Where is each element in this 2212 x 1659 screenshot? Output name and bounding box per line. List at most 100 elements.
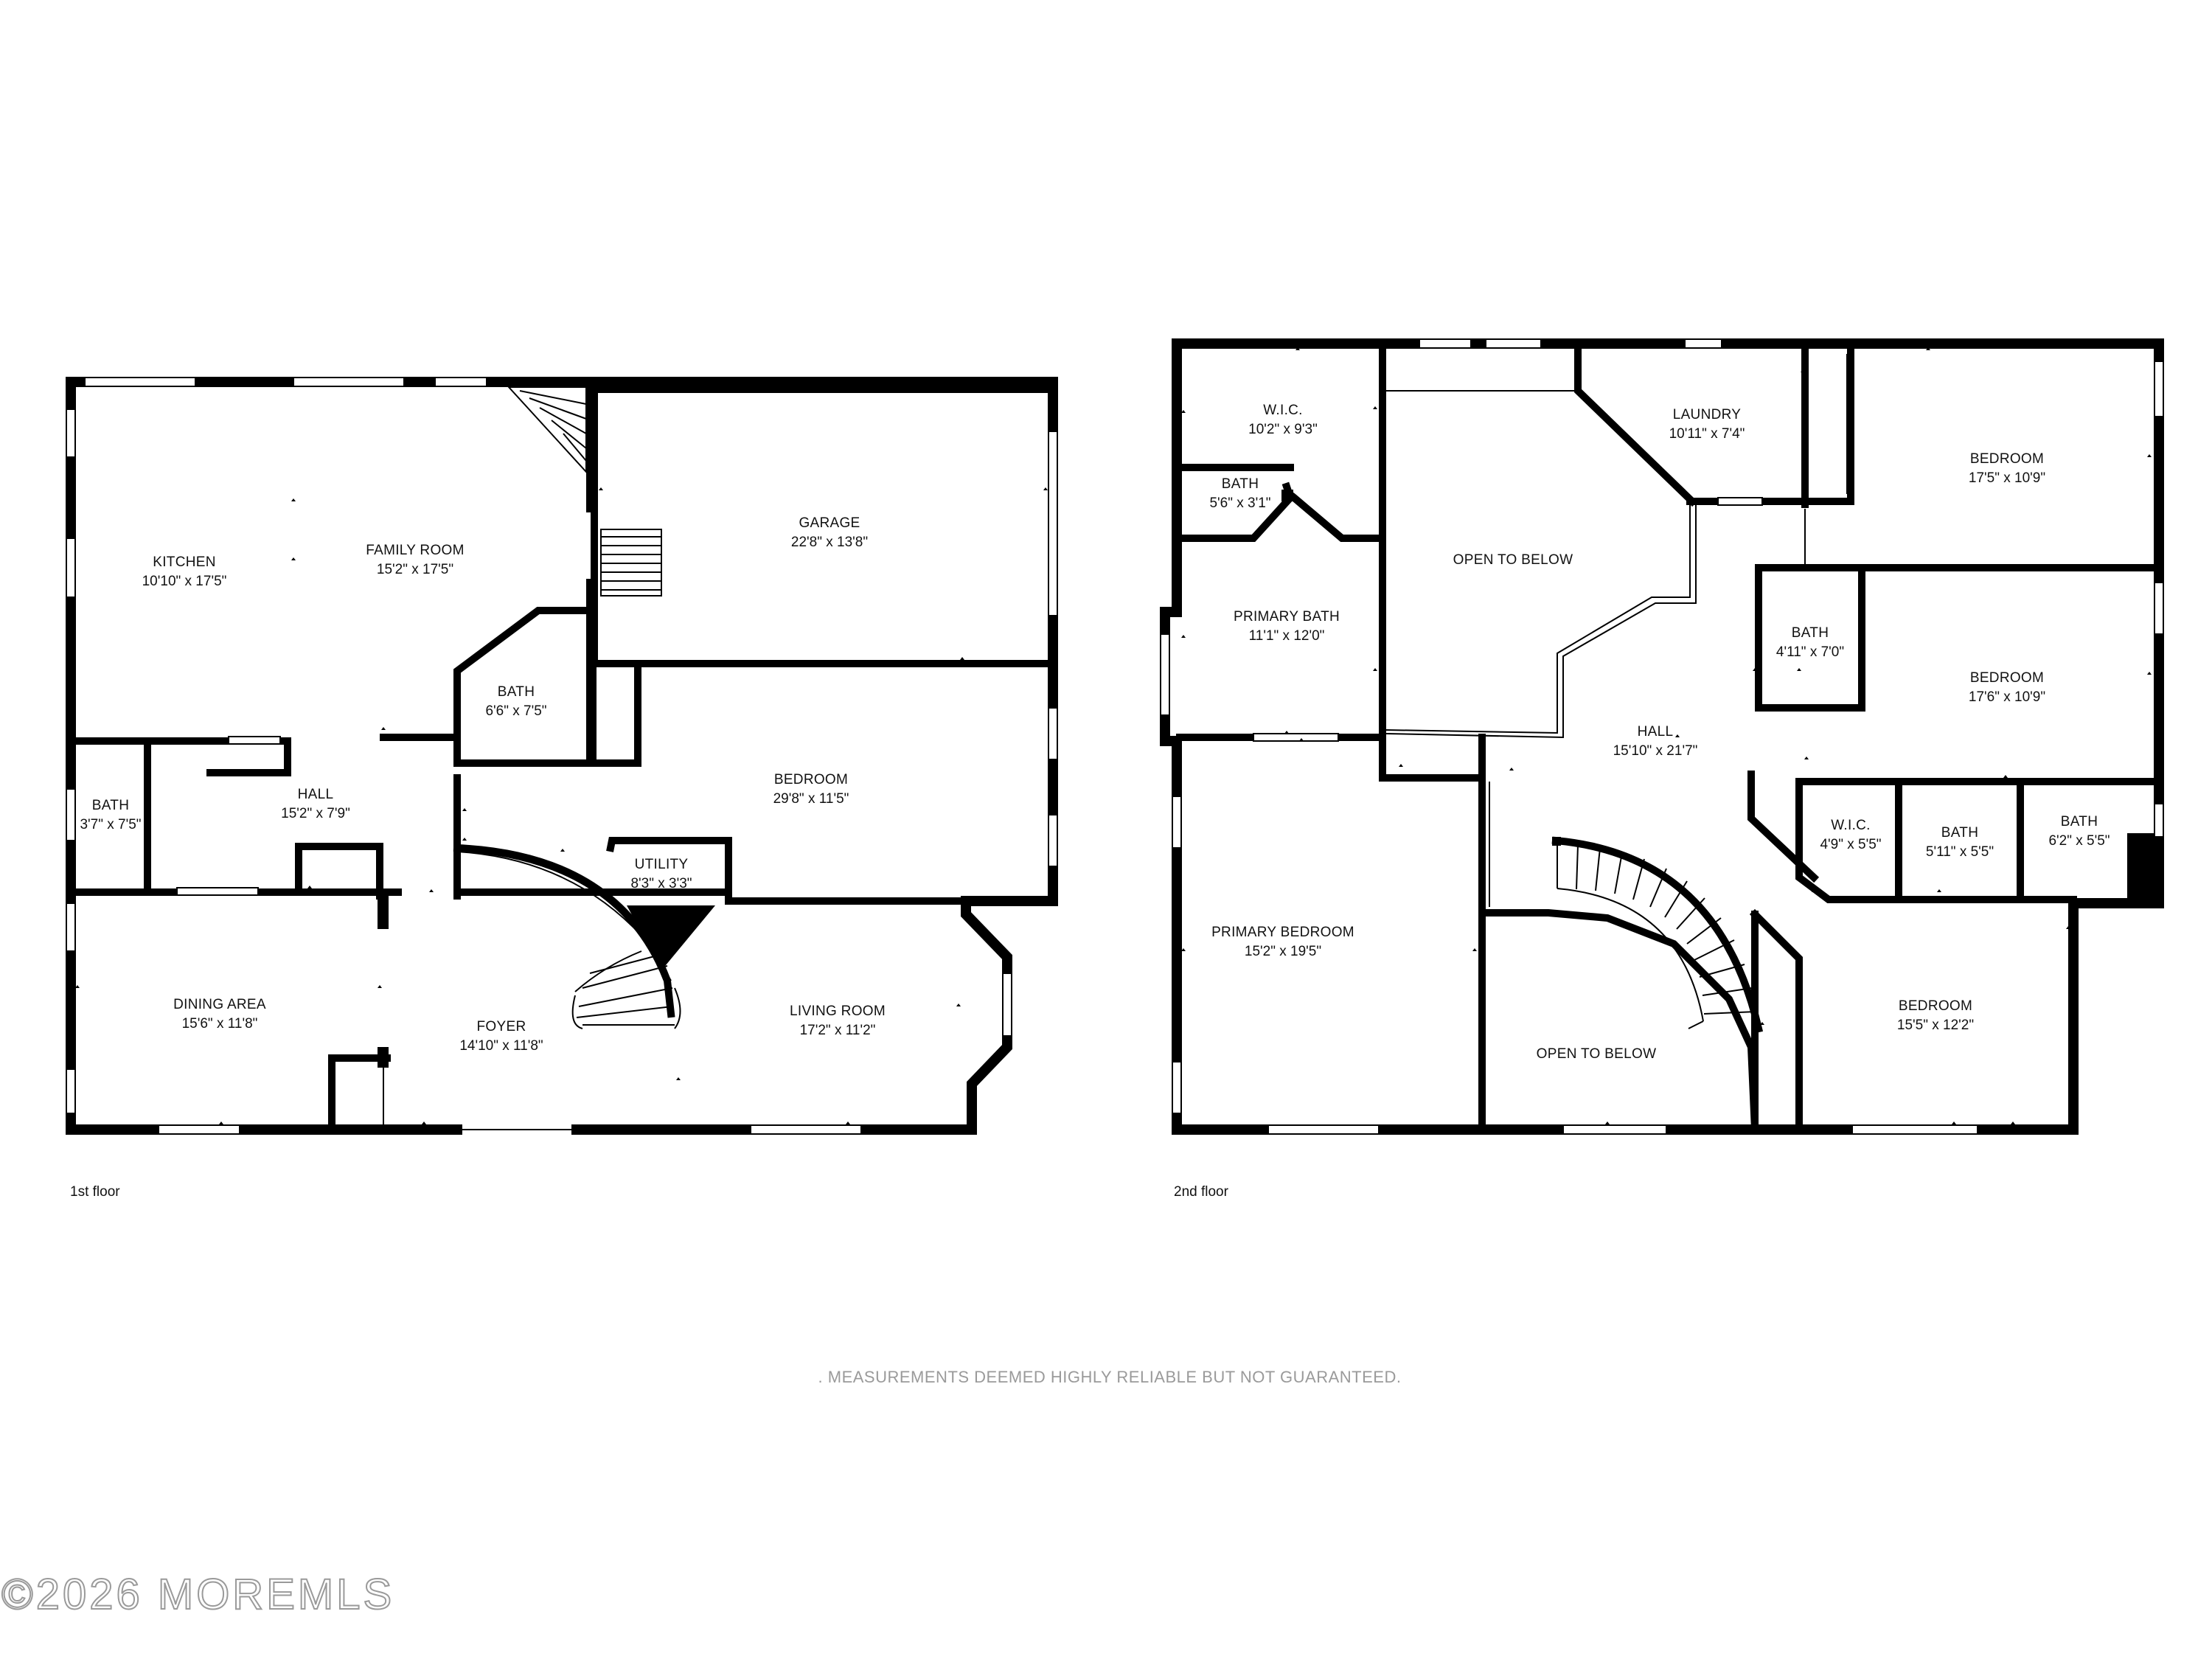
window: [66, 788, 76, 841]
dimension-tick: [1043, 487, 1048, 490]
doorway: [176, 887, 259, 896]
dimension-tick: [462, 838, 467, 841]
window: [1419, 338, 1472, 349]
room-dimensions: 4'9" x 5'5": [1820, 837, 1881, 852]
window: [2154, 582, 2164, 635]
room-name: W.I.C.: [1263, 403, 1303, 418]
window: [1048, 431, 1058, 616]
bath-a-wall: [1895, 782, 2024, 903]
room-dimensions: 22'8" x 13'8": [791, 535, 868, 550]
dimension-tick: [1373, 406, 1377, 409]
room-dimensions: 10'10" x 17'5": [142, 574, 227, 589]
dimension-tick: [1399, 764, 1403, 767]
dimension-tick: [1937, 889, 1941, 892]
doorway: [228, 736, 281, 745]
room-dimensions: 29'8" x 11'5": [773, 791, 849, 807]
dimension-tick: [1472, 948, 1477, 951]
garage-stair: [600, 529, 662, 597]
dimension-tick: [1373, 668, 1377, 671]
dimension-tick: [1181, 635, 1186, 638]
window: [158, 1124, 240, 1135]
room-dimensions: 5'6" x 3'1": [1209, 495, 1270, 511]
second-floor-outer-wall: [1160, 338, 2164, 1135]
dimension-tick: [378, 985, 382, 988]
closet-wall: [589, 664, 641, 767]
room-name: BEDROOM: [1899, 998, 1972, 1014]
dimension-tick: [1926, 347, 1930, 350]
dimension-tick: [429, 889, 434, 892]
room-name: FOYER: [477, 1019, 526, 1034]
left-bath-wall: [67, 737, 151, 892]
room-name: PRIMARY BEDROOM: [1211, 925, 1354, 940]
hall-wall: [144, 737, 291, 776]
room-label-second-open-bottom: OPEN TO BELOW: [1537, 1046, 1656, 1062]
window: [2154, 803, 2164, 838]
room-label-second-open-top: OPEN TO BELOW: [1453, 552, 1573, 568]
room-name: OPEN TO BELOW: [1453, 552, 1573, 568]
window: [293, 377, 405, 387]
room-dimensions: 17'2" x 11'2": [800, 1023, 876, 1038]
room-dimensions: 4'11" x 7'0": [1776, 644, 1844, 660]
small-bath-wall: [1176, 481, 1295, 542]
first-floor-outer-wall: [571, 896, 1012, 1135]
room-label-first-bath-center: BATH 6'6" x 7'5": [485, 684, 546, 719]
room-dimensions: 11'1" x 12'0": [1249, 628, 1325, 644]
chimney: [2127, 833, 2159, 903]
room-name: LIVING ROOM: [790, 1004, 886, 1019]
dimension-tick: [1797, 668, 1801, 671]
dimension-tick: [1801, 369, 1805, 372]
room-dimensions: 6'6" x 7'5": [485, 703, 546, 719]
hall-wall: [1747, 771, 1820, 883]
stair-landing: [627, 905, 715, 970]
window: [84, 377, 196, 387]
disclaimer-text: . MEASUREMENTS DEEMED HIGHLY RELIABLE BU…: [818, 1368, 1402, 1386]
dimension-tick: [2147, 454, 2152, 457]
dimension-tick: [2147, 672, 2152, 675]
column: [1281, 490, 1293, 501]
window: [66, 1068, 76, 1114]
second-floor-label: 2nd floor: [1174, 1184, 1229, 1200]
dimension-tick: [2003, 775, 2008, 778]
laundry-wall: [1574, 343, 1698, 507]
room-dimensions: 3'7" x 7'5": [80, 817, 141, 832]
dimension-tick: [883, 390, 887, 393]
dimension-tick: [2011, 1121, 2015, 1124]
room-name: DINING AREA: [173, 997, 266, 1012]
room-dimensions: 15'10" x 21'7": [1613, 743, 1698, 759]
dimension-tick: [1299, 738, 1304, 741]
room-dimensions: 15'2" x 17'5": [377, 562, 453, 577]
dimension-tick: [462, 808, 467, 811]
dimension-tick: [291, 557, 296, 560]
room-dimensions: 14'10" x 11'8": [459, 1038, 543, 1054]
room-name: BEDROOM: [1970, 670, 2044, 686]
window: [1002, 973, 1012, 1037]
room-dimensions: 10'11" x 7'4": [1669, 426, 1745, 442]
dimension-tick: [883, 664, 887, 667]
dimension-tick: [1952, 1121, 1956, 1124]
room-name: BATH: [1941, 825, 1978, 841]
first-floor-outer-wall: [66, 377, 462, 1135]
room-label-first-living: LIVING ROOM 17'2" x 11'2": [790, 1004, 886, 1038]
dimension-tick: [291, 498, 296, 501]
center-bath-wall: [453, 607, 594, 767]
curved-stair-first: [453, 844, 681, 1029]
dimension-tick: [2003, 568, 2008, 571]
room-name: BATH: [498, 684, 535, 700]
room-label-second-wic-top: W.I.C. 10'2" x 9'3": [1248, 403, 1318, 437]
room-dimensions: 10'2" x 9'3": [1248, 422, 1318, 437]
open-to-below-rail: [1385, 501, 1697, 739]
room-dimensions: 15'2" x 7'9": [281, 806, 350, 821]
window: [750, 1124, 862, 1135]
room-name: KITCHEN: [153, 554, 216, 570]
